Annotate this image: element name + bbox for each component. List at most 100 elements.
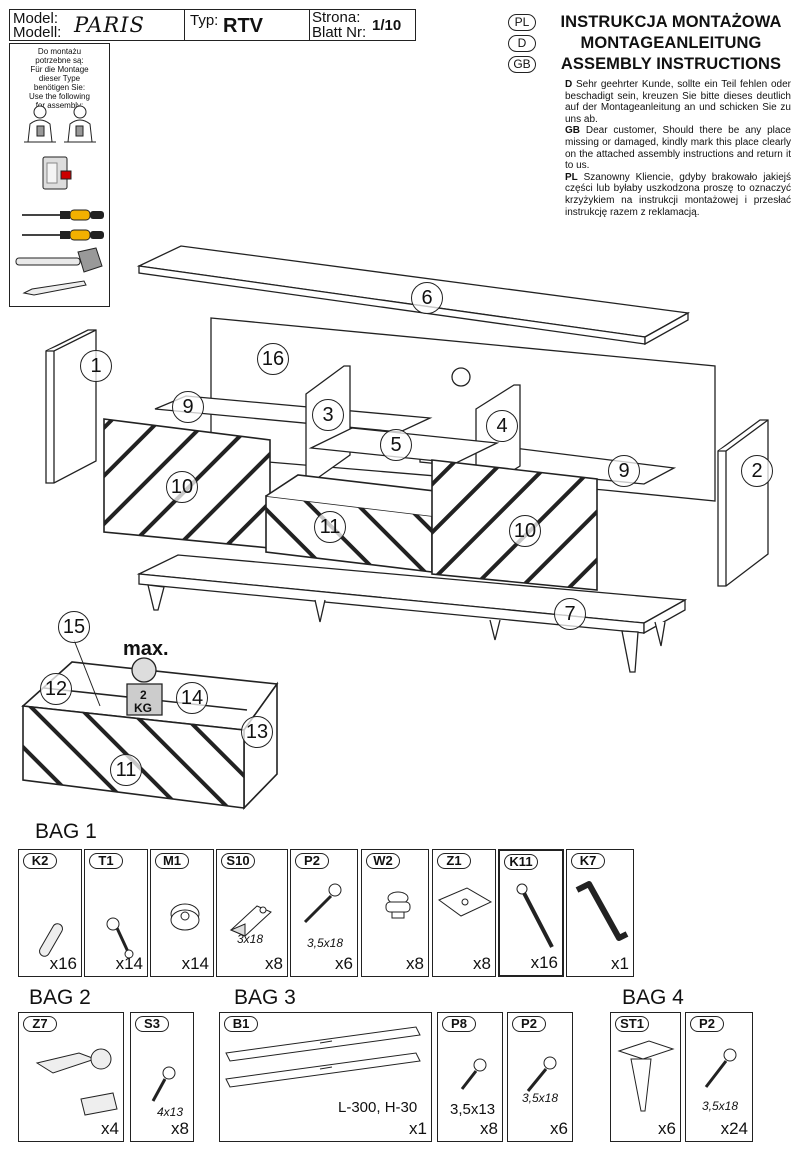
- part-number-5: 5: [380, 429, 412, 461]
- part-number-10-right: 10: [509, 515, 541, 547]
- part-code-m1: M1: [155, 853, 189, 869]
- dowel-icon: [39, 923, 63, 957]
- title-row-de: D MONTAGEANLEITUNG: [508, 33, 798, 54]
- part-code-z1: Z1: [437, 853, 471, 869]
- part-code-p2-bag1: P2: [295, 853, 329, 869]
- bag-3-title: BAG 3: [234, 986, 296, 1009]
- part-w2: W2 x8: [361, 849, 429, 977]
- stopper-icon: [385, 891, 411, 919]
- part-size-s3: 4x13: [157, 1105, 184, 1119]
- note-pl: PL Szanowny Kliencie, gdyby brakowało ja…: [565, 172, 791, 218]
- weight-label-kg: KG: [134, 701, 152, 715]
- model-value: PARIS: [74, 13, 145, 37]
- type-label: Typ:: [190, 12, 219, 29]
- leg-icon: [617, 1040, 675, 1112]
- part-code-w2: W2: [366, 853, 400, 869]
- part-number-7: 7: [554, 598, 586, 630]
- bag-4-title: BAG 4: [622, 986, 684, 1009]
- part-qty-k2: x16: [49, 954, 77, 973]
- pencil-icon: [22, 280, 87, 296]
- part-m1: M1 x14: [150, 849, 214, 977]
- part-qty-z7: x4: [101, 1119, 119, 1138]
- part-code-k7: K7: [571, 853, 605, 869]
- part-qty-t1: x14: [115, 954, 143, 973]
- tools-illustrations: [15, 105, 104, 296]
- part-p8: P8 3,5x13 x8: [437, 1012, 503, 1142]
- lang-tag-pl: PL: [508, 14, 536, 31]
- model-label: Model:: [13, 10, 59, 27]
- part-number-2: 2: [741, 455, 773, 487]
- part-z1: Z1 x8: [432, 849, 496, 977]
- part-number-9-left: 9: [172, 391, 204, 423]
- tools-text-pl: Do montażu potrzebne są:: [35, 47, 84, 65]
- part-number-1: 1: [80, 350, 112, 382]
- part-code-k2: K2: [23, 853, 57, 869]
- part-code-k11: K11: [504, 854, 538, 870]
- note-pl-lang: PL: [565, 171, 578, 183]
- tools-text-de: Für die Montage dieser Type benötigen Si…: [30, 65, 89, 92]
- drawer-number-13: 13: [241, 716, 273, 748]
- part-qty-st1: x6: [658, 1119, 676, 1138]
- flat-screwdriver-icon: [22, 209, 104, 221]
- part-s3: S3 4x13 x8: [130, 1012, 194, 1142]
- customer-note: D Sehr geehrter Kunde, sollte ein Teil f…: [565, 79, 791, 218]
- part-qty-k7: x1: [611, 954, 629, 973]
- screw-icon: [303, 883, 342, 924]
- part-code-p2-bag4: P2: [690, 1016, 724, 1032]
- part-code-st1: ST1: [615, 1016, 649, 1032]
- cover-plate-icon: [437, 887, 493, 917]
- tools-text-en: Use the following for assembly:: [29, 92, 90, 110]
- part-code-s10: S10: [221, 853, 255, 869]
- note-de-lang: D: [565, 79, 573, 90]
- screw-icon: [526, 1056, 557, 1092]
- part-code-p8: P8: [442, 1016, 476, 1032]
- part-qty-w2: x8: [406, 954, 424, 973]
- part-qty-s10: x8: [265, 954, 283, 973]
- note-de: D Sehr geehrter Kunde, sollte ein Teil f…: [565, 79, 791, 125]
- note-gb-lang: GB: [565, 125, 580, 137]
- part-qty-z1: x8: [473, 954, 491, 973]
- drawer-number-12: 12: [40, 673, 72, 705]
- tools-panel: Do montażu potrzebne są: Für die Montage…: [9, 43, 110, 307]
- glue-tube-icon: [42, 156, 72, 190]
- screw-icon: [460, 1058, 487, 1090]
- part-b1: B1 L-300, H-30 x1: [219, 1012, 432, 1142]
- part-p2-bag1: P2 3,5x18 x6: [290, 849, 358, 977]
- part-size-s10: 3x18: [237, 932, 264, 946]
- part-number-10-left: 10: [166, 471, 198, 503]
- note-gb: GB Dear customer, Should there be any pl…: [565, 125, 791, 171]
- part-number-11: 11: [314, 511, 346, 543]
- part-qty-p2-bag3: x6: [550, 1119, 568, 1138]
- header-page-box: Strona: Blatt Nr: 1/10: [309, 9, 416, 41]
- lang-tag-gb: GB: [508, 56, 536, 73]
- weight-icon: [126, 657, 163, 716]
- page-label: Strona:: [312, 9, 361, 26]
- shelf-support-icon: [229, 905, 272, 937]
- note-de-text: Sehr geehrter Kunde, sollte ein Teil feh…: [565, 79, 791, 125]
- part-qty-s3: x8: [171, 1119, 189, 1138]
- drawer-number-11: 11: [110, 754, 142, 786]
- header-model-box: Model: Modell: PARIS: [9, 9, 185, 41]
- max-label: max.: [123, 638, 169, 660]
- part-p2-bag3: P2 3,5x18 x6: [507, 1012, 573, 1142]
- lang-tag-de: D: [508, 35, 536, 52]
- note-gb-text: Dear customer, Should there be any place…: [565, 125, 791, 172]
- part-k11: K11 x16: [498, 849, 564, 977]
- part-number-3: 3: [312, 399, 344, 431]
- confirmat-screw-icon: [516, 883, 554, 948]
- hinge-icon: [35, 1048, 118, 1116]
- title-row-gb: GB ASSEMBLY INSTRUCTIONS: [508, 54, 798, 75]
- part-k2: K2 x16: [18, 849, 82, 977]
- part-size-p2-bag4: 3,5x18: [702, 1099, 739, 1113]
- part-number-4: 4: [486, 410, 518, 442]
- cam-lock-icon: [170, 903, 200, 931]
- part-p2-bag4: P2 3,5x18 x24: [685, 1012, 753, 1142]
- exploded-diagram: [21, 245, 769, 810]
- part-size-b1: L-300, H-30: [338, 1099, 418, 1116]
- drawer-runner-icon: [225, 1026, 421, 1088]
- part-number-9-right: 9: [608, 455, 640, 487]
- two-people-icon: [24, 105, 96, 143]
- title-pl: INSTRUKCJA MONTAŻOWA: [560, 13, 782, 31]
- part-st1: ST1 x6: [610, 1012, 681, 1142]
- part-qty-m1: x14: [181, 954, 209, 973]
